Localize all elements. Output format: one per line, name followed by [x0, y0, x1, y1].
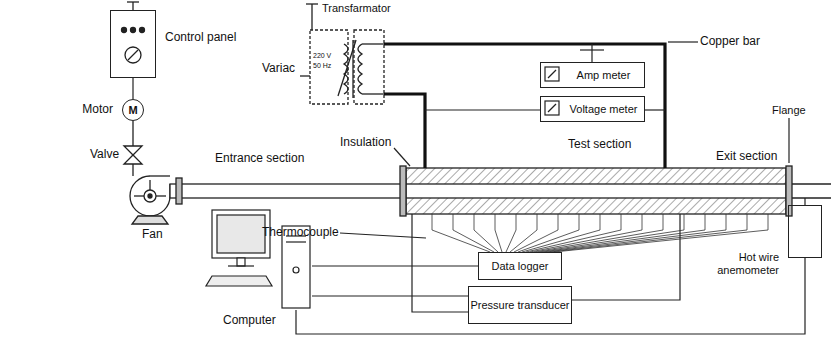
part-label: Exit section — [716, 150, 777, 164]
part-label: 220 V — [313, 52, 331, 60]
computer: Computer — [205, 208, 312, 310]
voltage-meter: Voltage meter — [540, 96, 645, 122]
amp-meter: Amp meter — [540, 62, 645, 88]
node-label: Amp meter — [577, 69, 631, 82]
node-label: Data logger — [492, 260, 549, 273]
node-label: Computer — [223, 314, 276, 328]
part-label: Thermocouple — [262, 226, 339, 240]
control-panel: Control panel — [110, 10, 156, 78]
part-label: Insulation — [340, 136, 391, 150]
part-label: Test section — [568, 138, 631, 152]
node-label: Motor — [82, 103, 113, 117]
part-label: Valve — [90, 148, 119, 162]
signal-wire — [312, 295, 468, 296]
signal-wire — [312, 265, 478, 266]
data-logger: Data logger — [478, 252, 562, 280]
part-label: Variac — [262, 62, 295, 76]
node-label: Control panel — [165, 31, 236, 45]
node-label: Pressure transducer — [470, 299, 569, 312]
node-label: M — [128, 104, 137, 117]
hot-wire-anemometer: Hot wire anemometer — [788, 205, 822, 258]
node-label: Voltage meter — [570, 103, 638, 116]
part-label: Fan — [142, 228, 163, 242]
part-label: Flange — [772, 104, 806, 117]
part-label: Transfarmator — [322, 2, 391, 15]
motor-circle: MotorM — [122, 99, 144, 121]
signal-wire — [132, 78, 133, 99]
part-label: 50 Hz — [313, 62, 331, 70]
part-label: Copper bar — [700, 35, 760, 49]
node-label: Hot wire anemometer — [701, 251, 779, 276]
part-label: Entrance section — [215, 152, 304, 166]
pressure-transducer: Pressure transducer — [468, 286, 572, 324]
